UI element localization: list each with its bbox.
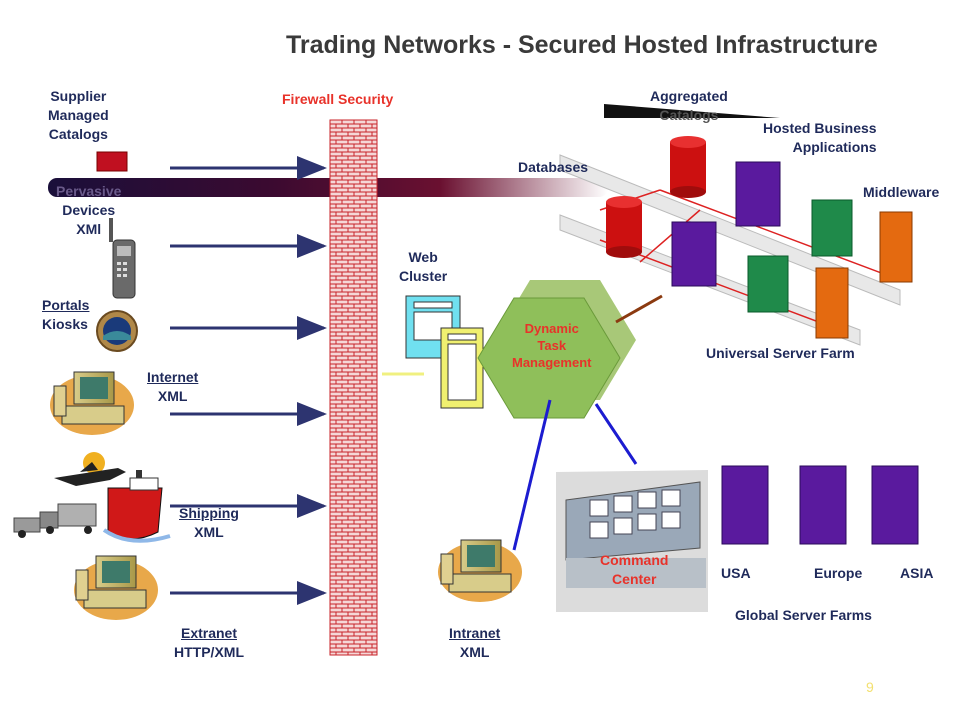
- firewall-label: Firewall Security: [282, 91, 394, 107]
- shipping-xml-label: Shipping XML: [179, 504, 239, 542]
- label-line: Applications: [792, 139, 877, 155]
- global-server-farms-label: Global Server Farms: [735, 607, 872, 623]
- label-line: XML: [194, 524, 224, 540]
- label-line: Task: [537, 338, 567, 353]
- intranet-label: Intranet XML: [449, 624, 500, 662]
- label-line: Command: [600, 552, 669, 568]
- label-line: Managed: [48, 107, 109, 123]
- label-line: Supplier: [50, 88, 107, 104]
- middleware-label: Middleware: [863, 184, 940, 200]
- databases-label: Databases: [518, 159, 589, 175]
- page-number: 9: [866, 679, 874, 695]
- connection-lines: [512, 294, 663, 551]
- label-line: Internet: [147, 369, 199, 385]
- label-line: Center: [612, 571, 657, 587]
- computer-icon-extranet: [74, 555, 158, 620]
- command-center-label: Command Center: [600, 551, 668, 589]
- database-cylinders: [606, 136, 706, 258]
- web-cluster-servers: [382, 295, 510, 409]
- region-asia-label: ASIA: [900, 565, 934, 581]
- catalog-book-icon: [96, 151, 128, 172]
- computer-icon-intranet: [438, 539, 522, 602]
- firewall-wall: [329, 119, 378, 656]
- label-line: Dynamic: [524, 321, 579, 336]
- universal-server-farm-label: Universal Server Farm: [706, 345, 855, 361]
- label-line: XML: [459, 644, 490, 660]
- inbound-arrows: [170, 156, 327, 605]
- label-line: Shipping: [179, 505, 239, 521]
- mobile-phone-icon: [109, 218, 136, 299]
- label-line: Kiosks: [42, 316, 88, 332]
- label-line: Cluster: [399, 268, 448, 284]
- web-cluster-label: Web Cluster: [399, 248, 447, 286]
- region-europe-label: Europe: [814, 565, 863, 581]
- label-line: Devices: [62, 202, 116, 218]
- label-line: Portals: [42, 297, 90, 313]
- application-servers: [671, 161, 781, 287]
- label-line: XML: [157, 388, 188, 404]
- hosted-business-apps-label: Hosted Business Applications: [763, 119, 877, 157]
- portals-kiosks-label: Portals Kiosks: [42, 296, 89, 334]
- aggregated-catalogs-label: Aggregated Catalogs: [650, 87, 728, 125]
- label-line: Intranet: [449, 625, 501, 641]
- label-line: Catalogs: [659, 107, 719, 123]
- global-server-racks: [721, 465, 919, 545]
- region-usa-label: USA: [721, 565, 751, 581]
- shipping-vehicles-icon: [13, 452, 171, 543]
- label-line: Aggregated: [650, 88, 728, 104]
- dynamic-task-hexagon: [477, 280, 636, 419]
- middleware-servers: [747, 199, 913, 339]
- pervasive-devices-label: Pervasive Devices XMl: [56, 182, 121, 239]
- supplier-catalogs-label: Supplier Managed Catalogs: [48, 87, 109, 144]
- aggregated-catalogs-wedge: [604, 104, 780, 118]
- computer-icon-internet: [50, 371, 134, 435]
- label-line: Pervasive: [56, 183, 122, 199]
- command-center-panel: [556, 470, 708, 612]
- label-line: Catalogs: [48, 126, 108, 142]
- label-line: Extranet: [180, 625, 238, 641]
- extranet-label: Extranet HTTP/XML: [174, 624, 244, 662]
- kiosk-porthole-icon: [96, 310, 138, 352]
- internet-xml-label: Internet XML: [147, 368, 198, 406]
- label-line: XMl: [76, 221, 102, 237]
- network-backbone-bar: [48, 178, 608, 197]
- label-line: Web: [408, 249, 438, 265]
- label-line: Hosted Business: [763, 120, 877, 136]
- label-line: HTTP/XML: [174, 644, 244, 660]
- page-title: Trading Networks - Secured Hosted Infras…: [286, 31, 878, 59]
- label-line: Management: [512, 355, 592, 370]
- dynamic-task-label: Dynamic Task Management: [512, 320, 591, 371]
